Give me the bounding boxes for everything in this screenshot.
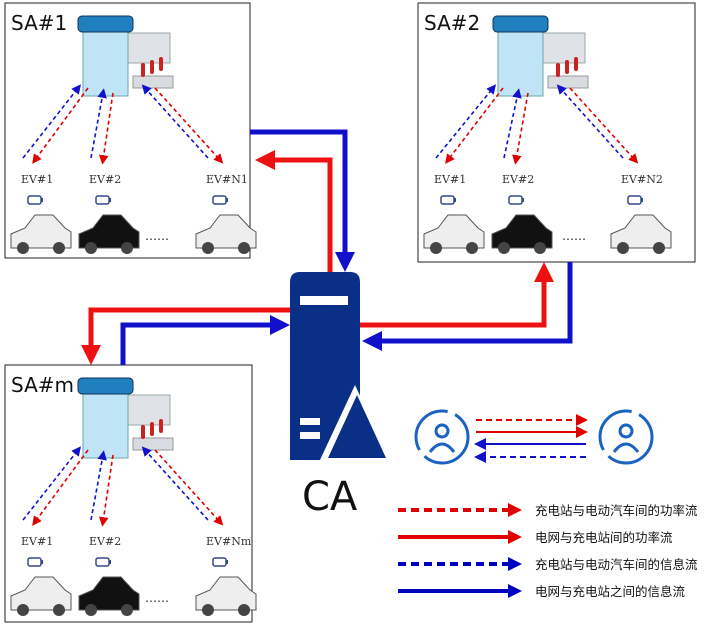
electric-car-icon <box>78 214 140 254</box>
ellipsis: …… <box>145 229 169 243</box>
ev-label: EV#1 <box>434 173 466 186</box>
ellipsis: …… <box>562 229 586 243</box>
server-icon <box>290 272 390 460</box>
legend-item: 充电站与电动汽车间的功率流 <box>398 503 698 518</box>
electric-car-icon <box>610 214 672 254</box>
ev-label: EV#N1 <box>206 173 248 186</box>
power-flow-dashed <box>154 449 224 526</box>
battery-icon <box>27 557 43 567</box>
flow-arrows <box>81 129 573 365</box>
ev-label: EV#N2 <box>621 173 663 186</box>
charging-station-icon <box>77 15 174 97</box>
power-flow-ca-to-sam <box>81 307 290 365</box>
user-icon-right <box>598 409 654 465</box>
ev-label: EV#1 <box>21 535 53 548</box>
ev-label: EV#2 <box>502 173 534 186</box>
battery-icon <box>627 195 643 205</box>
electric-car-icon <box>78 576 140 616</box>
ev-label: EV#Nm <box>206 535 252 548</box>
electric-car-icon <box>195 576 257 616</box>
electric-car-icon <box>491 214 553 254</box>
battery-icon <box>212 557 228 567</box>
power-flow-dashed <box>154 87 224 164</box>
battery-icon <box>95 557 111 567</box>
ev-label: EV#2 <box>89 173 121 186</box>
power-flow-ca-to-sa2 <box>360 262 554 328</box>
legend-text: 充电站与电动汽车间的功率流 <box>535 503 698 518</box>
user-icon-left <box>414 409 470 465</box>
station-sa1: SA#1EV#1 EV#2 EV#N1 …… <box>4 2 257 259</box>
power-flow-dashed <box>445 87 504 164</box>
info-flow-dashed <box>556 84 624 159</box>
info-flow-dashed <box>22 84 81 159</box>
power-flow-dashed <box>569 87 639 164</box>
info-flow-sa1-to-ca <box>250 129 355 272</box>
ev-label: EV#2 <box>89 535 121 548</box>
station-title: SA#m <box>11 373 74 397</box>
charging-station-icon <box>77 377 174 459</box>
info-flow-dashed <box>141 446 209 521</box>
legend-text: 电网与充电站间的功率流 <box>535 530 673 545</box>
station-sam: SA#mEV#1 EV#2 EV#Nm …… <box>4 364 257 623</box>
info-flow-dashed <box>141 84 209 159</box>
charging-station-icon <box>492 15 589 97</box>
legend-text: 电网与充电站之间的信息流 <box>535 584 686 599</box>
electric-car-icon <box>10 214 72 254</box>
power-flow-dashed <box>32 87 89 164</box>
legend-item: 电网与充电站之间的信息流 <box>398 584 686 599</box>
power-flow-ca-to-sa1 <box>255 150 333 272</box>
info-flow-sam-to-ca <box>120 315 290 365</box>
electric-car-icon <box>423 214 485 254</box>
ev-label: EV#1 <box>21 173 53 186</box>
power-flow-dashed <box>98 92 114 165</box>
battery-icon <box>27 195 43 205</box>
info-flow-dashed <box>435 84 497 159</box>
electric-car-icon <box>10 576 72 616</box>
station-title: SA#1 <box>11 11 67 35</box>
power-flow-dashed <box>512 92 529 165</box>
legend-item: 充电站与电动汽车间的信息流 <box>398 557 698 572</box>
info-flow-sa2-to-ca <box>362 262 573 351</box>
electric-car-icon <box>195 214 257 254</box>
ellipsis: …… <box>145 591 169 605</box>
exchange-arrows <box>474 414 588 463</box>
power-flow-dashed <box>98 454 114 527</box>
ca-label: CA <box>302 474 358 520</box>
legend-text: 充电站与电动汽车间的信息流 <box>535 557 698 572</box>
power-flow-dashed <box>32 449 89 526</box>
station-sa2: SA#2EV#1 EV#2 EV#N2 …… <box>417 2 696 263</box>
legend-item: 电网与充电站间的功率流 <box>398 530 673 545</box>
battery-icon <box>440 195 456 205</box>
battery-icon <box>508 195 524 205</box>
battery-icon <box>95 195 111 205</box>
station-title: SA#2 <box>424 11 480 35</box>
battery-icon <box>212 195 228 205</box>
info-flow-dashed <box>22 446 81 521</box>
